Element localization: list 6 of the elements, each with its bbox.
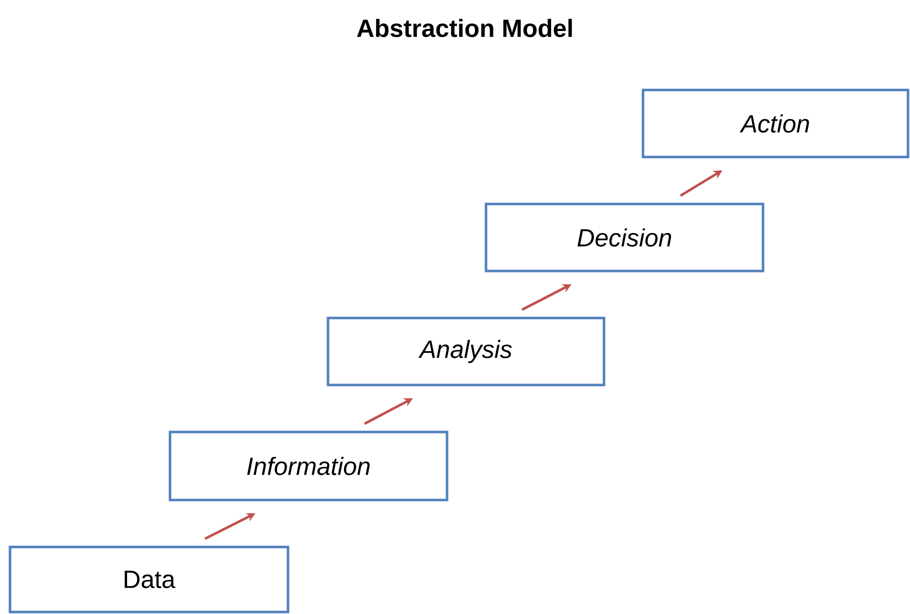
step-box: Decision — [484, 202, 764, 272]
title: Abstraction Model — [357, 18, 572, 38]
step-box: Action — [642, 88, 910, 158]
step-box: Data — [8, 546, 290, 614]
step-box: Analysis — [326, 316, 606, 386]
step-box: Information — [168, 430, 448, 502]
